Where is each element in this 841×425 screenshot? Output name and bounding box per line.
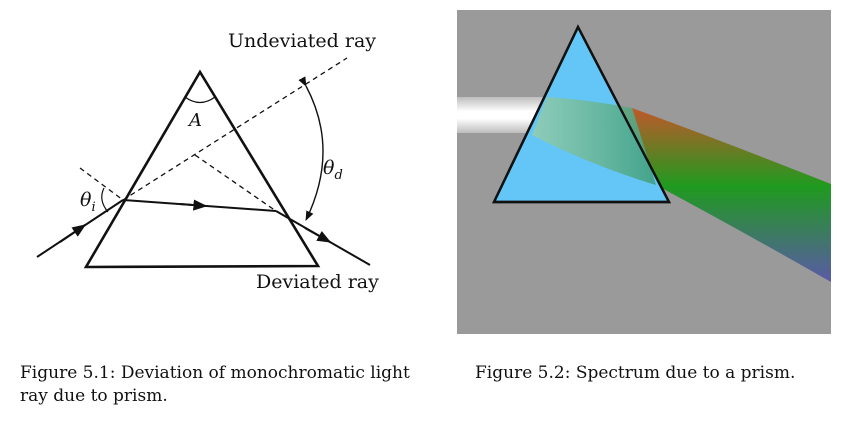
incidence-angle-label: θi bbox=[80, 189, 96, 215]
prism-triangle bbox=[83, 69, 321, 269]
refracted-ray-arrow bbox=[179, 199, 208, 211]
apex-angle-label: A bbox=[187, 110, 202, 131]
emergent-ray-arrow bbox=[304, 227, 332, 243]
deviated-ray-label: Deviated ray bbox=[256, 271, 379, 293]
prism-spectrum-image bbox=[457, 10, 831, 334]
figure-5-1-caption: Figure 5.1: Deviation of monochromatic l… bbox=[20, 363, 410, 406]
prism-outline bbox=[492, 24, 671, 204]
deviation-angle-label: θd bbox=[323, 157, 343, 183]
incidence-angle-arc bbox=[101, 187, 109, 213]
figure-5-2-caption: Figure 5.2: Spectrum due to a prism. bbox=[475, 363, 796, 383]
deviation-angle-arc bbox=[298, 76, 324, 221]
prism-deviation-diagram: Undeviated ray Deviated ray A θi θd bbox=[36, 30, 379, 293]
undeviated-ray-label: Undeviated ray bbox=[228, 30, 376, 52]
apex-angle-arc bbox=[184, 96, 216, 104]
spectrum-beam bbox=[632, 108, 831, 282]
incident-ray-arrow bbox=[59, 224, 87, 243]
exit-normal-line bbox=[194, 154, 277, 212]
